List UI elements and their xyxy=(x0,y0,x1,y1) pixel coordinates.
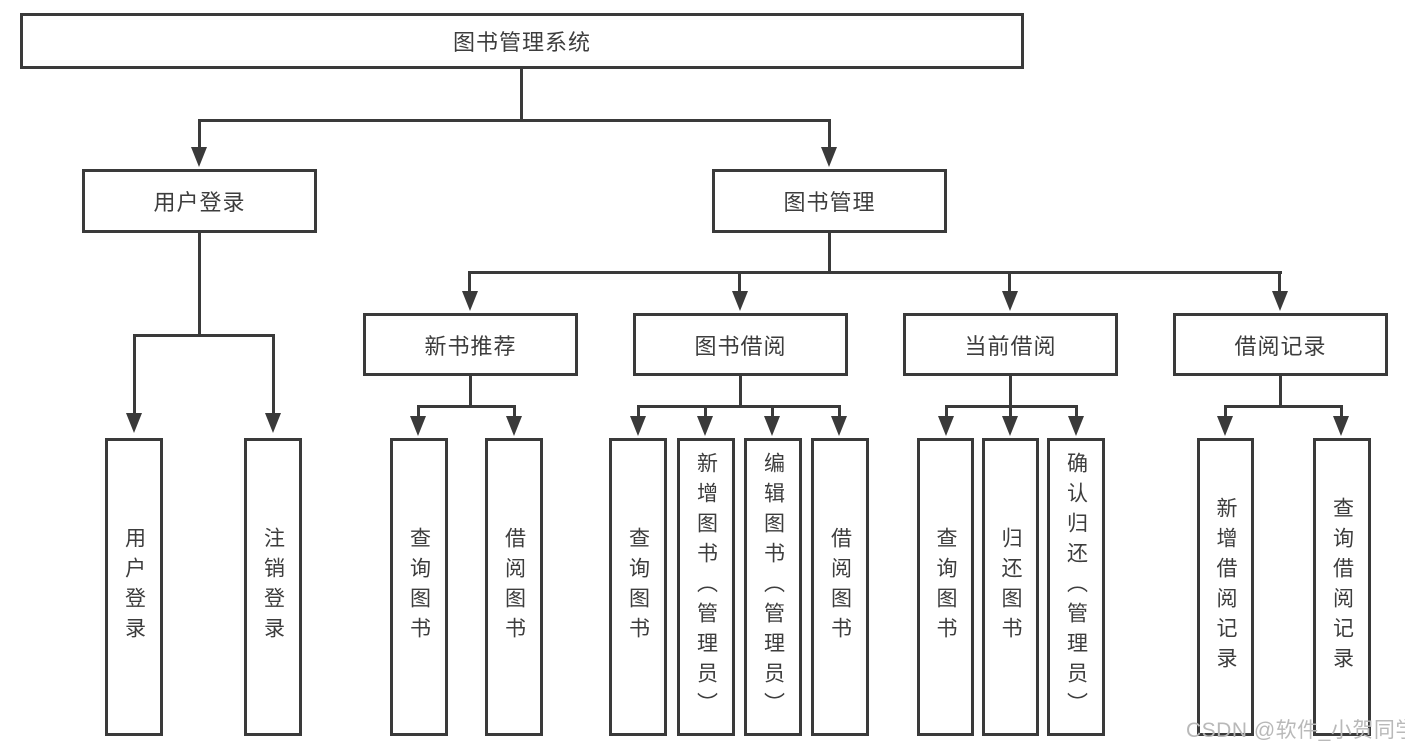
connector-line xyxy=(738,271,741,293)
leaf-label: 确认归还（管理员） xyxy=(1064,452,1088,722)
node-leaf-confirm-return-admin: 确认归还（管理员） xyxy=(1047,438,1105,736)
connector-line xyxy=(1224,405,1342,408)
connector-line xyxy=(513,405,516,417)
node-leaf-borrow-books-recommend: 借阅图书 xyxy=(485,438,543,736)
connector-line xyxy=(838,405,841,417)
leaf-label: 归还图书 xyxy=(999,527,1022,647)
node-library-management-system: 图书管理系统 xyxy=(20,13,1024,69)
arrow-down-icon xyxy=(410,416,426,436)
leaf-label: 用户登录 xyxy=(122,527,146,647)
arrow-down-icon xyxy=(1272,291,1288,311)
arrow-down-icon xyxy=(821,147,837,167)
node-leaf-borrow-books: 借阅图书 xyxy=(811,438,869,736)
arrow-down-icon xyxy=(1002,416,1018,436)
connector-line xyxy=(198,119,201,149)
connector-line xyxy=(704,405,707,417)
node-user-login: 用户登录 xyxy=(82,169,317,233)
connector-line xyxy=(417,405,516,408)
leaf-label: 查询借阅记录 xyxy=(1330,497,1354,677)
node-leaf-user-login: 用户登录 xyxy=(105,438,163,736)
connector-line xyxy=(1224,405,1227,417)
arrow-down-icon xyxy=(938,416,954,436)
connector-line xyxy=(520,69,523,120)
node-leaf-add-books-admin: 新增图书（管理员） xyxy=(677,438,735,736)
leaf-label: 编辑图书（管理员） xyxy=(761,452,785,722)
connector-line xyxy=(198,233,201,336)
connector-line xyxy=(1009,376,1012,407)
connector-line xyxy=(1340,405,1343,417)
connector-line xyxy=(469,376,472,407)
arrow-down-icon xyxy=(462,291,478,311)
node-book-borrow: 图书借阅 xyxy=(633,313,848,376)
connector-line xyxy=(1278,271,1281,293)
connector-line xyxy=(1279,376,1282,407)
connector-line xyxy=(468,271,471,293)
connector-line xyxy=(1009,405,1012,417)
leaf-label: 查询图书 xyxy=(626,527,650,647)
arrow-down-icon xyxy=(191,147,207,167)
node-leaf-query-borrow-record: 查询借阅记录 xyxy=(1313,438,1371,736)
connector-line xyxy=(739,376,742,407)
connector-line xyxy=(417,405,420,417)
connector-line xyxy=(272,334,275,414)
connector-line xyxy=(198,119,831,122)
node-leaf-query-books-recommend: 查询图书 xyxy=(390,438,448,736)
node-leaf-edit-books-admin: 编辑图书（管理员） xyxy=(744,438,802,736)
connector-line xyxy=(771,405,774,417)
arrow-down-icon xyxy=(831,416,847,436)
watermark: CSDN @软件_小贺同学 xyxy=(1186,719,1405,742)
node-current-borrow: 当前借阅 xyxy=(903,313,1118,376)
leaf-label: 借阅图书 xyxy=(502,527,526,647)
arrow-down-icon xyxy=(126,413,142,433)
arrow-down-icon xyxy=(1217,416,1233,436)
connector-line xyxy=(828,119,831,149)
connector-line xyxy=(133,334,275,337)
connector-line xyxy=(1008,271,1011,293)
node-leaf-return-books: 归还图书 xyxy=(982,438,1039,736)
arrow-down-icon xyxy=(732,291,748,311)
node-leaf-logout: 注销登录 xyxy=(244,438,302,736)
node-leaf-query-books-current: 查询图书 xyxy=(917,438,974,736)
leaf-label: 新增借阅记录 xyxy=(1214,497,1237,677)
arrow-down-icon xyxy=(630,416,646,436)
connector-line xyxy=(828,233,831,274)
leaf-label: 查询图书 xyxy=(934,527,957,647)
arrow-down-icon xyxy=(1068,416,1084,436)
arrow-down-icon xyxy=(764,416,780,436)
leaf-label: 借阅图书 xyxy=(828,527,852,647)
leaf-label: 查询图书 xyxy=(407,527,431,647)
node-leaf-query-books-borrow: 查询图书 xyxy=(609,438,667,736)
node-borrow-record: 借阅记录 xyxy=(1173,313,1388,376)
node-leaf-add-borrow-record: 新增借阅记录 xyxy=(1197,438,1254,736)
leaf-label: 新增图书（管理员） xyxy=(694,452,718,722)
arrow-down-icon xyxy=(697,416,713,436)
connector-line xyxy=(133,334,136,414)
arrow-down-icon xyxy=(1002,291,1018,311)
arrow-down-icon xyxy=(1333,416,1349,436)
node-book-management: 图书管理 xyxy=(712,169,947,233)
node-new-book-recommend: 新书推荐 xyxy=(363,313,578,376)
connector-line xyxy=(945,405,948,417)
connector-line xyxy=(469,271,1282,274)
connector-line xyxy=(637,405,640,417)
connector-line xyxy=(1075,405,1078,417)
connector-line xyxy=(637,405,841,408)
arrow-down-icon xyxy=(506,416,522,436)
leaf-label: 注销登录 xyxy=(261,527,285,647)
arrow-down-icon xyxy=(265,413,281,433)
